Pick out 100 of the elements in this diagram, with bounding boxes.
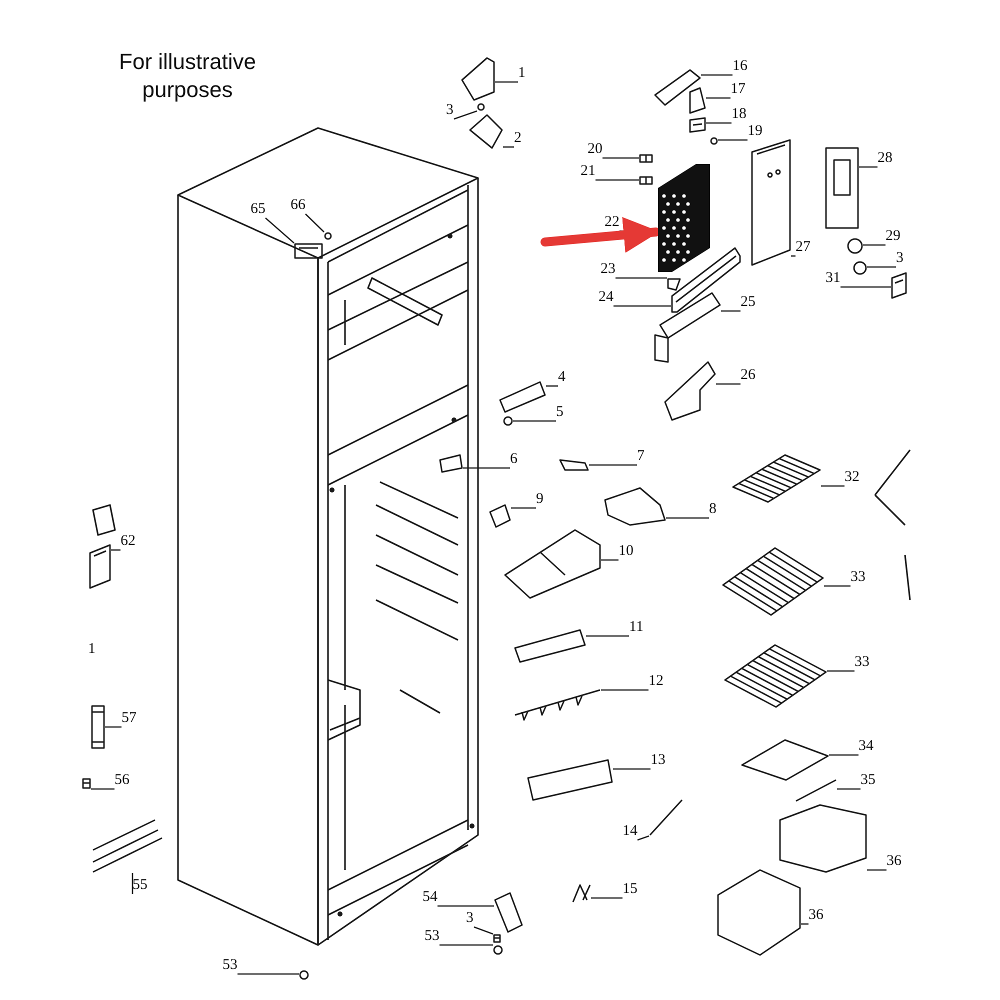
bracket-drawing [654,69,701,106]
callout-number: 66 [290,198,306,213]
callout-number: 53 [424,929,440,944]
callout-number: 11 [629,620,644,635]
callout-number: 28 [878,151,892,166]
leader-line [637,835,650,841]
leader-line [589,464,637,466]
crisper-drawer-drawing [779,804,867,873]
callout-number: 18 [732,107,746,122]
leader-line [824,585,850,587]
callout-number: 25 [740,295,756,310]
control-box-drawing [825,147,859,229]
screw-drawing [710,137,718,145]
leader-line [863,244,886,246]
callout-number: 9 [536,492,544,507]
leader-line [716,383,740,385]
leader-line [867,869,886,871]
bracket-drawing [891,272,907,299]
wire-drawing [649,799,683,836]
leader-line [706,97,730,99]
cover-drawing [461,57,495,101]
leader-line [801,923,808,925]
cover-drawing [664,361,716,421]
capacitor-drawing [91,705,105,749]
callout-number: 7 [637,449,644,464]
leader-line [701,74,732,76]
callout-number: 53 [222,958,238,973]
callout-number: 55 [132,878,148,893]
callout-number: 15 [622,882,638,897]
leader-line [602,157,639,159]
leader-line [829,754,858,756]
leader-line [495,81,518,83]
callout-number: 57 [122,711,136,726]
leader-line [666,517,709,519]
callout-number: 12 [648,674,664,689]
callout-number: 36 [886,854,902,869]
wire-shelf-drawing [724,644,827,708]
hinge-drawing [494,892,523,933]
callout-number: 35 [860,773,876,788]
leader-line [614,305,671,307]
trim-strip-drawing [795,779,837,802]
callout-number: 3 [446,103,454,118]
callout-number: 4 [558,370,566,385]
terminal-board-drawing [514,629,586,663]
callout-number: 33 [854,655,870,670]
callout-number: 1 [88,642,96,657]
glass-cover-drawing [741,739,829,781]
knob-drawing [847,238,863,254]
callout-number: 21 [580,164,596,179]
wire-shelf-drawing [722,547,824,616]
crisper-drawer-drawing [717,869,801,956]
tray-drawing [654,292,721,363]
callout-number: 23 [600,262,616,277]
leader-line [132,873,134,894]
note-text: For illustrative purposes [118,48,257,104]
leader-line [586,635,629,637]
leader-line [238,973,299,975]
screw-drawing [503,416,513,426]
screw-drawing [477,103,485,111]
hinge-cover-drawing [89,544,111,589]
callout-number: 6 [510,452,518,467]
callout-number: 8 [709,502,716,517]
knob-drawing [853,261,867,275]
foot-drawing [299,970,309,980]
wire-shelf-drawing [732,454,821,503]
leader-line [265,218,294,244]
leader-line [601,559,618,561]
leader-line [91,788,114,790]
callout-number: 65 [250,202,266,217]
leader-line [718,139,748,141]
bracket-drawing [499,381,546,413]
pin-drawing [493,934,501,943]
leader-line [305,214,324,232]
hinge-drawing [469,114,503,149]
clip-drawing [689,117,706,133]
leader-line [791,255,796,257]
callout-number: 54 [422,890,438,905]
leader-line [596,179,639,181]
screw-drawing [324,232,332,240]
spring-drawing [489,504,511,528]
cover-plate-drawing [294,243,323,259]
leader-line [511,507,536,509]
leader-line [867,266,896,268]
latch-drawing [439,454,463,473]
leader-line [546,385,558,387]
pointer-arrow [540,216,660,253]
clip-drawing [572,884,591,903]
leader-line [837,788,860,790]
callout-number: 56 [114,773,130,788]
leader-line [613,768,650,770]
tube-drawing [639,176,653,185]
drain-tray-drawing [671,247,741,313]
callout-number: 3 [466,911,474,926]
callout-number: 26 [740,368,756,383]
leader-line [859,166,878,168]
callout-number: 5 [556,405,564,420]
callout-number: 20 [588,142,602,157]
latch-drawing [559,459,589,471]
leader-line [474,926,494,935]
callout-number: 16 [732,59,748,74]
